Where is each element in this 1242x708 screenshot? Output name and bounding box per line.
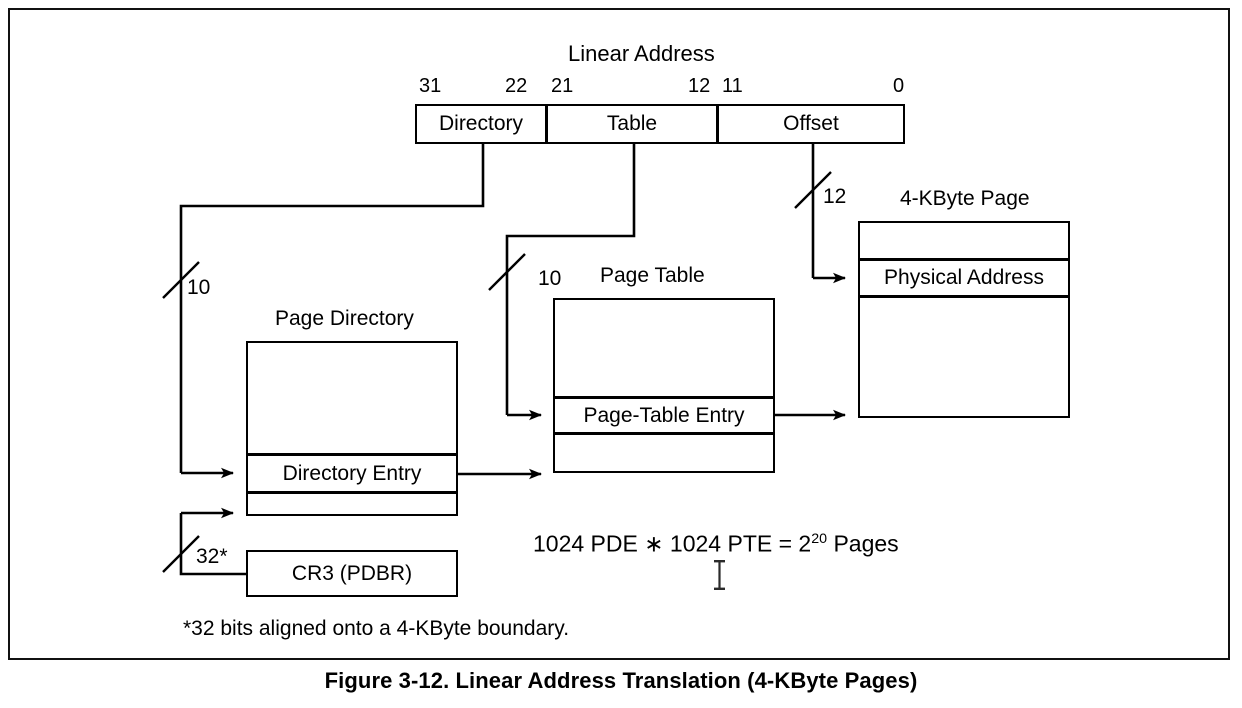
linear-address-field-table[interactable]: Table (548, 106, 716, 142)
field-divider-2 (716, 104, 719, 144)
bit-label-31: 31 (419, 75, 442, 97)
page-table-row-divider-top (553, 396, 775, 399)
physical-page-box (858, 221, 1070, 418)
bit-label-12: 12 (688, 75, 711, 97)
wire-label-cr3-width: 32* (196, 545, 228, 568)
page-table-box (553, 298, 775, 473)
wire-label-offset-width: 12 (823, 185, 847, 208)
page-table-title: Page Table (600, 264, 705, 287)
cr3-label[interactable]: CR3 (PDBR) (248, 552, 456, 595)
physical-page-row-divider-bottom (858, 295, 1070, 298)
page-directory-row-divider-bottom (246, 491, 458, 494)
wire-label-table-width: 10 (538, 267, 562, 290)
page-table-row-divider-bottom (553, 432, 775, 435)
figure-caption: Figure 3-12. Linear Address Translation … (324, 668, 918, 693)
field-divider-1 (545, 104, 548, 144)
pages-formula: 1024 PDE ∗ 1024 PTE = 220 Pages (533, 532, 899, 556)
linear-address-title: Linear Address (568, 41, 715, 66)
physical-page-title: 4-KByte Page (900, 187, 1030, 210)
formula-operator: ∗ (644, 530, 664, 557)
physical-address-entry[interactable]: Physical Address (860, 261, 1068, 295)
page-directory-title: Page Directory (275, 307, 414, 330)
page-directory-entry[interactable]: Directory Entry (248, 456, 456, 491)
physical-page-row-divider-top (858, 258, 1070, 261)
formula-middle: 1024 PTE = 2 (663, 530, 812, 557)
formula-exponent: 20 (811, 531, 828, 547)
bit-label-21: 21 (551, 75, 574, 97)
page-table-entry[interactable]: Page-Table Entry (555, 399, 773, 432)
bit-label-22: 22 (505, 75, 528, 97)
linear-address-field-directory[interactable]: Directory (417, 106, 545, 142)
footnote: *32 bits aligned onto a 4-KByte boundary… (183, 617, 570, 640)
linear-address-field-offset[interactable]: Offset (719, 106, 903, 142)
bit-label-11: 11 (722, 75, 743, 97)
formula-suffix: Pages (827, 530, 899, 557)
bit-label-0: 0 (893, 75, 905, 97)
formula-prefix: 1024 PDE (533, 530, 645, 557)
text-cursor-icon (714, 560, 725, 590)
wire-label-directory-width: 10 (187, 276, 211, 299)
